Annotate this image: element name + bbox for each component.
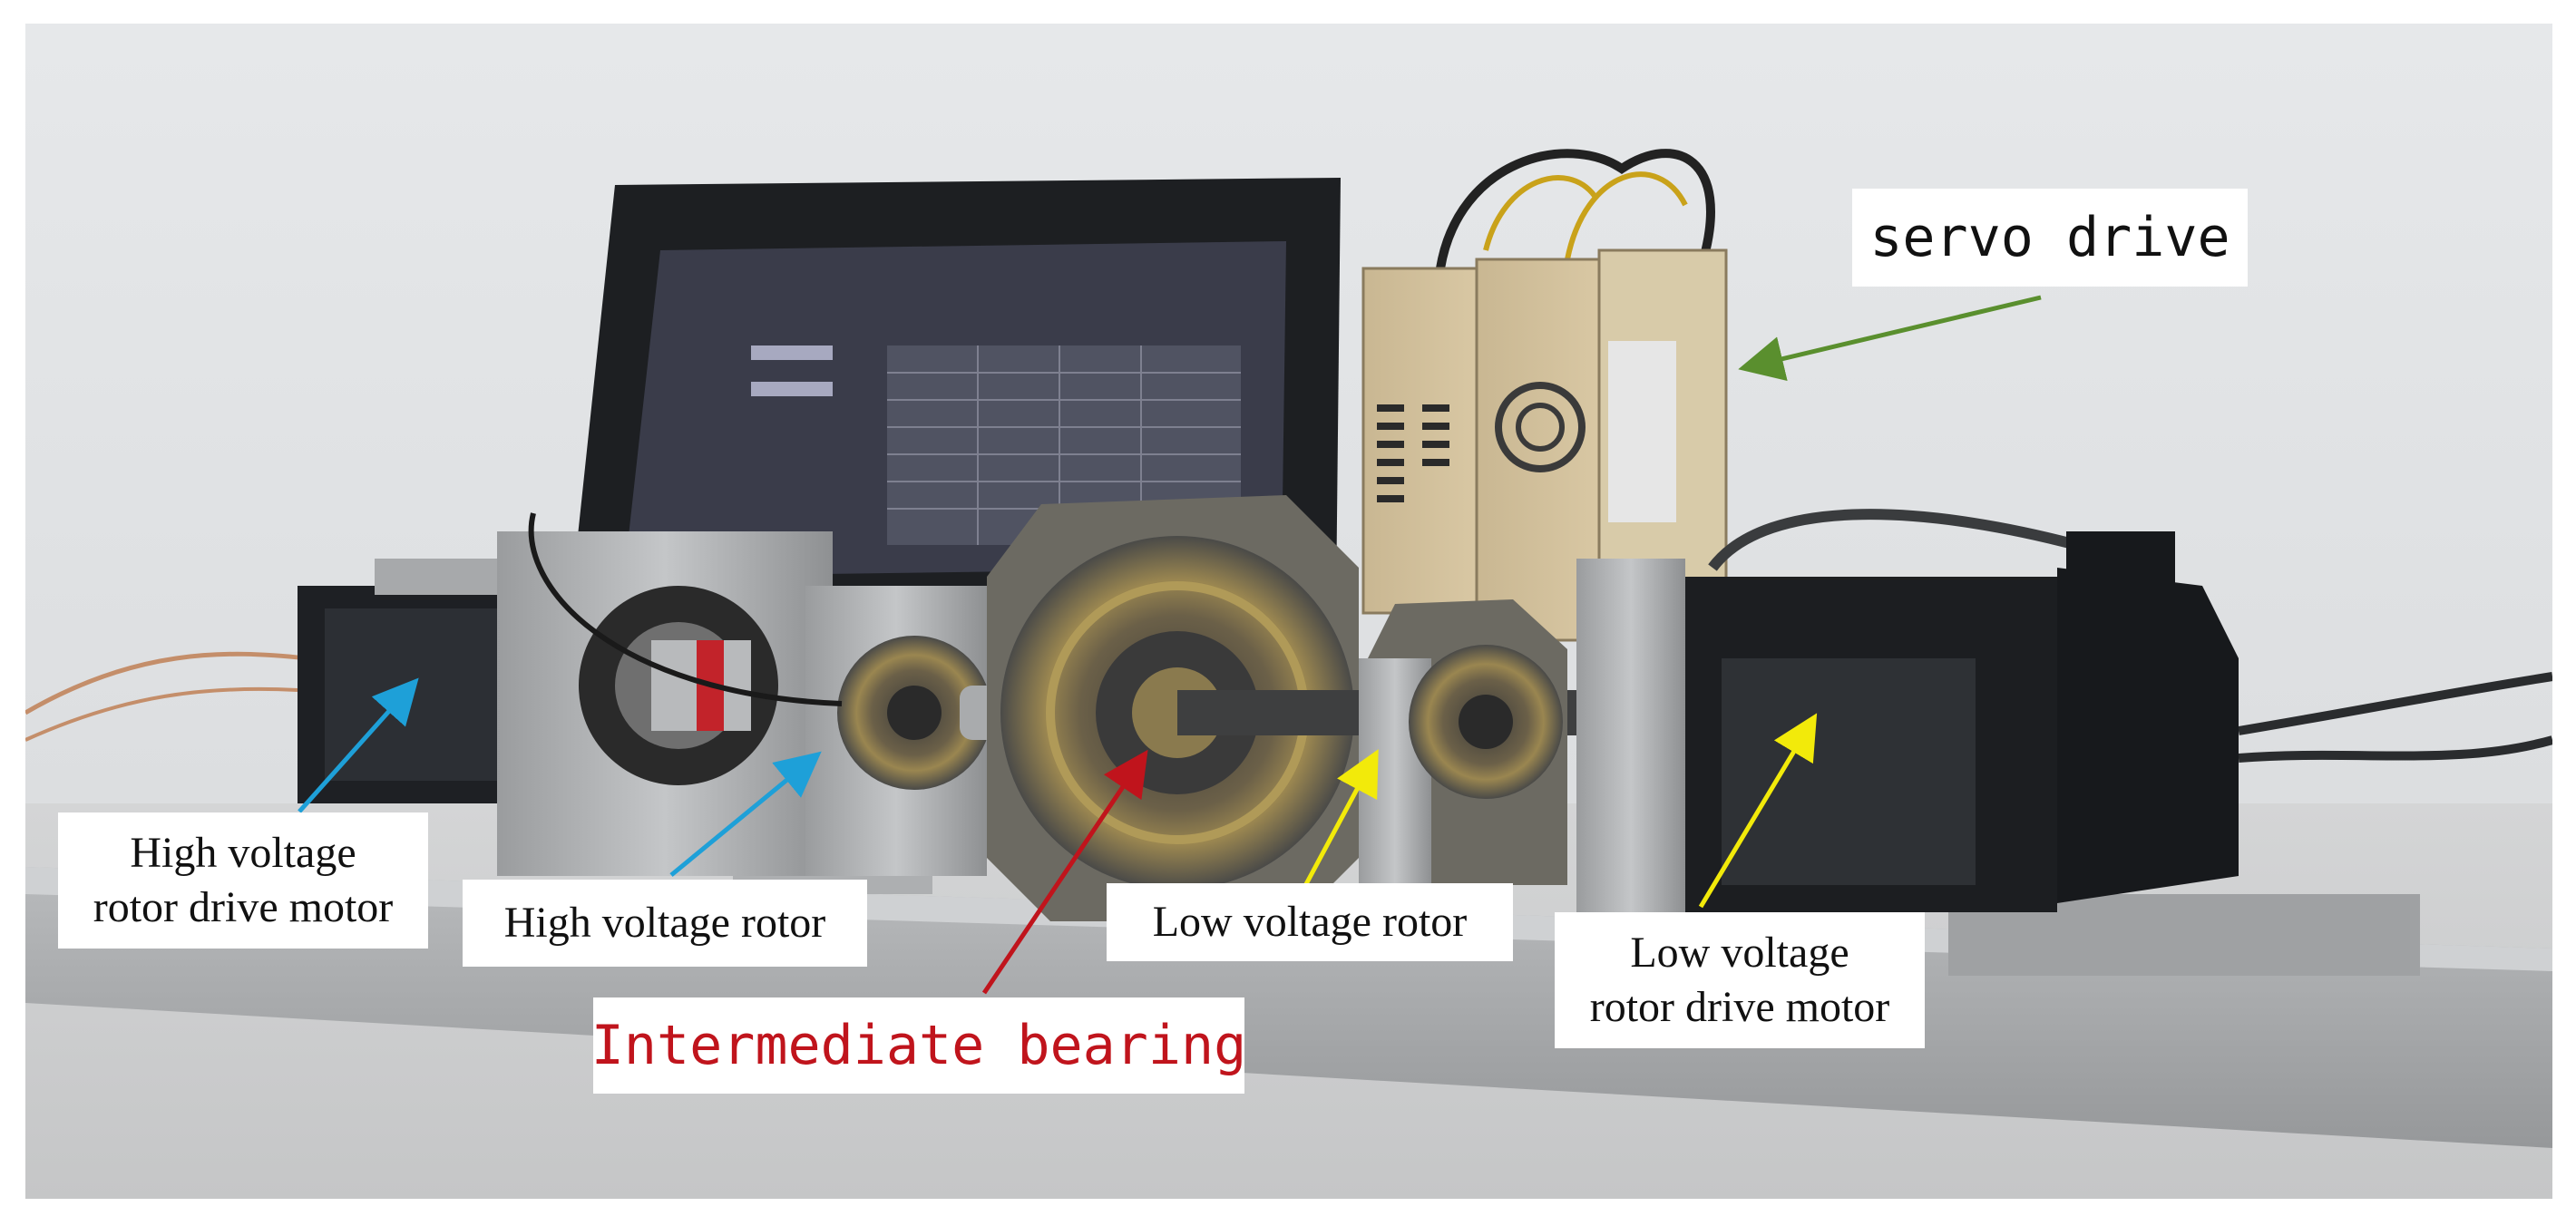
hv-rotor-pedestal	[528, 512, 1041, 876]
label-hv-rotor-text: High voltage rotor	[503, 899, 826, 947]
label-servo-drive-text: servo drive	[1869, 206, 2230, 269]
label-intermediate-bearing-text: Intermediate bearing	[590, 1014, 1247, 1077]
servo-drives	[1361, 149, 1728, 651]
label-servo-drive: servo drive	[1852, 189, 2248, 287]
label-hv-motor-line2: rotor drive motor	[93, 883, 394, 931]
label-hv-motor-line1: High voltage	[130, 829, 356, 877]
label-hv-drive-motor: High voltage rotor drive motor	[58, 812, 428, 949]
label-lv-motor-line2: rotor drive motor	[1589, 983, 1890, 1031]
cable-left	[25, 651, 307, 715]
label-lv-rotor-text: Low voltage rotor	[1152, 898, 1468, 946]
label-hv-rotor: High voltage rotor	[463, 880, 867, 967]
label-lv-drive-motor: Low voltage rotor drive motor	[1555, 912, 1925, 1048]
lv-rotor-pedestal	[1359, 599, 1567, 894]
label-lv-rotor: Low voltage rotor	[1107, 883, 1513, 961]
label-lv-motor-line1: Low voltage	[1630, 929, 1849, 977]
label-intermediate-bearing: Intermediate bearing	[590, 997, 1247, 1094]
